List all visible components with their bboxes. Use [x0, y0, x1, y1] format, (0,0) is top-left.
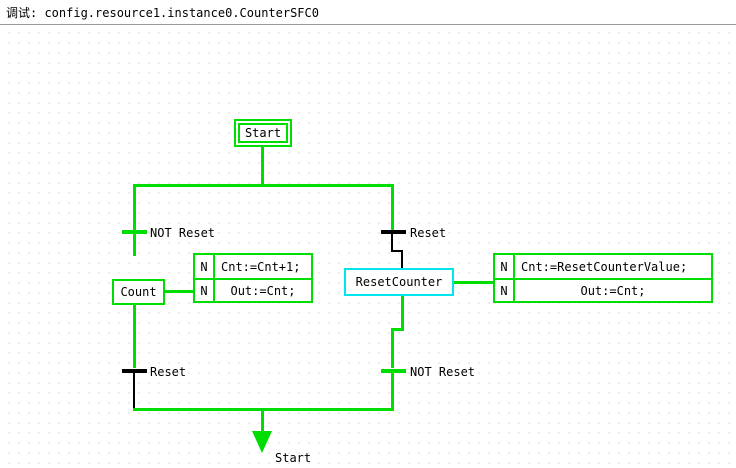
page-title: 调试: config.resource1.instance0.CounterSF…: [6, 6, 319, 20]
sfc-step-resetcounter-label: ResetCounter: [355, 275, 443, 289]
wire-start-stem: [261, 162, 264, 186]
action-body: Cnt:=Cnt+1;: [221, 259, 301, 274]
wire-start-to-divergence: [261, 147, 264, 162]
sfc-step-resetcounter[interactable]: ResetCounter: [344, 268, 454, 296]
action-qualifier: N: [195, 255, 215, 278]
action-qualifier: N: [195, 280, 215, 301]
action-row[interactable]: N Out:=Cnt;: [495, 278, 711, 301]
wire-left-branch-down: [133, 184, 136, 256]
window-titlebar: 调试: config.resource1.instance0.CounterSF…: [0, 0, 736, 25]
sfc-canvas[interactable]: Start NOT Reset Reset Count N: [0, 25, 736, 468]
sfc-step-count[interactable]: Count: [112, 279, 165, 305]
wire-resetcounter-jog-left: [391, 328, 404, 331]
wire-t2-down-b: [401, 250, 403, 268]
sfc-transition-label-1: NOT Reset: [150, 226, 216, 240]
wire-right-branch-down: [391, 184, 394, 230]
wire-t3-down: [133, 371, 135, 409]
sfc-transition-label-3: Reset: [150, 365, 187, 379]
action-row[interactable]: N Cnt:=Cnt+1;: [195, 255, 311, 278]
action-qualifier: N: [495, 255, 515, 278]
action-qualifier: N: [495, 280, 515, 301]
sfc-step-start-label: Start: [244, 126, 282, 140]
wire-t4-down: [391, 371, 394, 409]
sfc-transition-bar-4[interactable]: [381, 369, 406, 373]
action-body: Cnt:=ResetCounterValue;: [521, 259, 688, 274]
sfc-transition-bar-3[interactable]: [122, 369, 147, 373]
action-body: Out:=Cnt;: [230, 283, 296, 298]
action-row[interactable]: N Cnt:=ResetCounterValue;: [495, 255, 711, 278]
sfc-transition-label-2: Reset: [410, 226, 447, 240]
wire-convergence-to-jump: [261, 408, 264, 433]
action-body: Out:=Cnt;: [580, 283, 646, 298]
wire-t2-down-a: [391, 232, 393, 252]
sfc-jump-label: Start: [275, 451, 312, 465]
action-row[interactable]: N Out:=Cnt;: [195, 278, 311, 301]
sfc-action-block-count[interactable]: N Cnt:=Cnt+1; N Out:=Cnt;: [193, 253, 313, 303]
sfc-action-block-resetcounter[interactable]: N Cnt:=ResetCounterValue; N Out:=Cnt;: [493, 253, 713, 303]
wire-resetcounter-down-b: [391, 328, 394, 368]
sfc-step-start[interactable]: Start: [234, 119, 292, 147]
wire-resetcounter-down-a: [401, 296, 404, 331]
sfc-jump-arrow[interactable]: [252, 431, 272, 453]
wire-resetcounter-to-actions: [454, 281, 495, 284]
sfc-step-count-label: Count: [120, 285, 157, 299]
sfc-transition-bar-1[interactable]: [122, 230, 147, 234]
sfc-transition-bar-2[interactable]: [381, 230, 406, 234]
sfc-transition-label-4: NOT Reset: [410, 365, 476, 379]
wire-count-to-actions: [165, 290, 195, 293]
wire-count-down: [133, 305, 136, 368]
wire-divergence-horizontal: [133, 184, 394, 187]
wire-t2-jog-right: [391, 250, 403, 252]
